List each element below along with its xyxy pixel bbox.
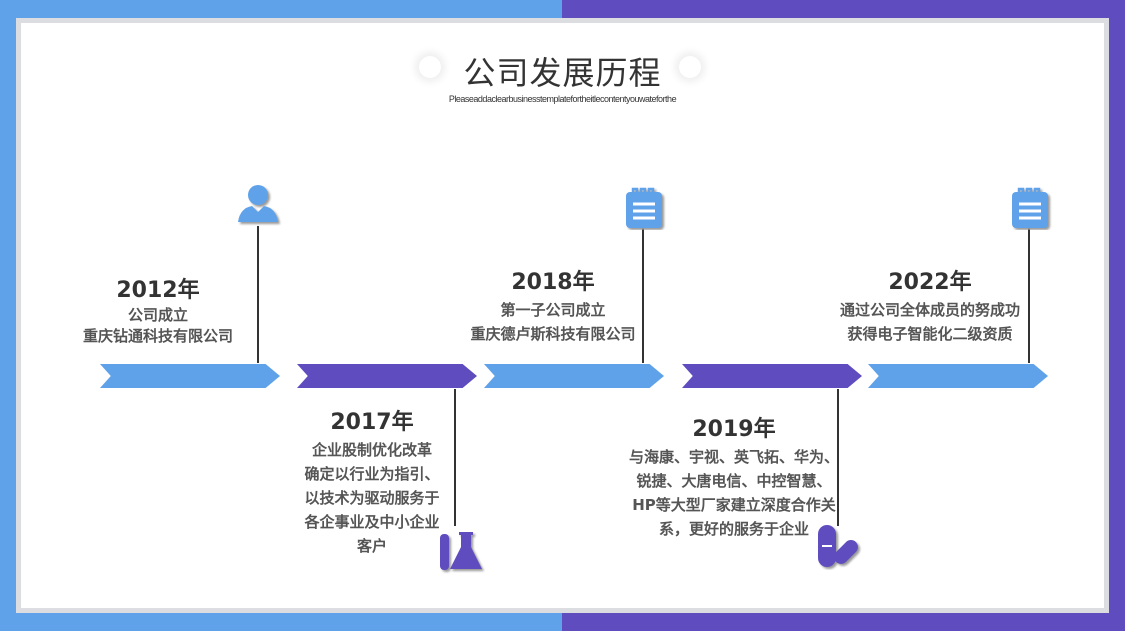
- flask-icon: [440, 532, 482, 570]
- milestone-text: 客户: [356, 537, 387, 555]
- milestone-text: 确定以行业为指引、: [304, 465, 440, 483]
- milestone-text: 获得电子智能化二级资质: [847, 325, 1013, 343]
- milestone-text: HP等大型厂家建立深度合作关: [632, 496, 836, 514]
- connector-line: [1028, 226, 1030, 363]
- milestone-text: 各企事业及中小企业: [304, 513, 440, 531]
- milestone-text: 以技术为驱动服务于: [304, 489, 440, 507]
- milestone-text: 重庆钻通科技有限公司: [82, 327, 233, 345]
- title-decoration-dot: [679, 56, 701, 78]
- title-decoration-dot: [419, 56, 441, 78]
- milestone-2017: 2017年 企业股制优化改革 确定以行业为指引、 以技术为驱动服务于 各企事业及…: [242, 408, 502, 558]
- milestone-year: 2019年: [692, 417, 776, 442]
- milestone-year: 2012年: [116, 278, 200, 303]
- milestone-text: 重庆德卢斯科技有限公司: [470, 325, 636, 343]
- pill-icon: [818, 525, 858, 567]
- connector-line: [257, 226, 259, 363]
- milestone-2019: 2019年 与海康、宇视、英飞拓、华为、 锐捷、大唐电信、中控智慧、 HP等大型…: [594, 415, 874, 541]
- milestone-2012: 2012年 公司成立 重庆钻通科技有限公司: [28, 276, 288, 348]
- milestone-2022: 2022年 通过公司全体成员的努成功 获得电子智能化二级资质: [800, 268, 1060, 346]
- notepad-icon: [626, 187, 662, 228]
- milestone-text: 企业股制优化改革: [311, 441, 432, 459]
- timeline-arrow-2019: [682, 364, 862, 388]
- milestone-text: 锐捷、大唐电信、中控智慧、: [636, 472, 832, 490]
- milestone-text: 与海康、宇视、英飞拓、华为、: [628, 448, 839, 466]
- milestone-text: 公司成立: [127, 306, 188, 324]
- slide-card: [16, 18, 1109, 613]
- milestone-year: 2022年: [888, 270, 972, 295]
- connector-line: [454, 389, 456, 526]
- timeline-arrow-2022: [868, 364, 1048, 388]
- milestone-text: 系，更好的服务于企业: [658, 520, 809, 538]
- notepad-icon: [1012, 187, 1048, 228]
- timeline-arrow-2018: [484, 364, 664, 388]
- timeline-arrow-2017: [297, 364, 477, 388]
- person-icon: [238, 185, 278, 222]
- milestone-year: 2017年: [330, 410, 414, 435]
- milestone-text: 第一子公司成立: [500, 301, 606, 319]
- connector-line: [837, 389, 839, 526]
- connector-line: [642, 226, 644, 363]
- milestone-2018: 2018年 第一子公司成立 重庆德卢斯科技有限公司: [423, 268, 683, 346]
- milestone-year: 2018年: [511, 270, 595, 295]
- page-title: 公司发展历程: [463, 54, 662, 92]
- page-subtitle: Pleaseaddaclearbusinesstemplatefortheitl…: [448, 94, 677, 104]
- milestone-text: 通过公司全体成员的努成功: [839, 301, 1020, 319]
- timeline-arrow-2012: [100, 364, 280, 388]
